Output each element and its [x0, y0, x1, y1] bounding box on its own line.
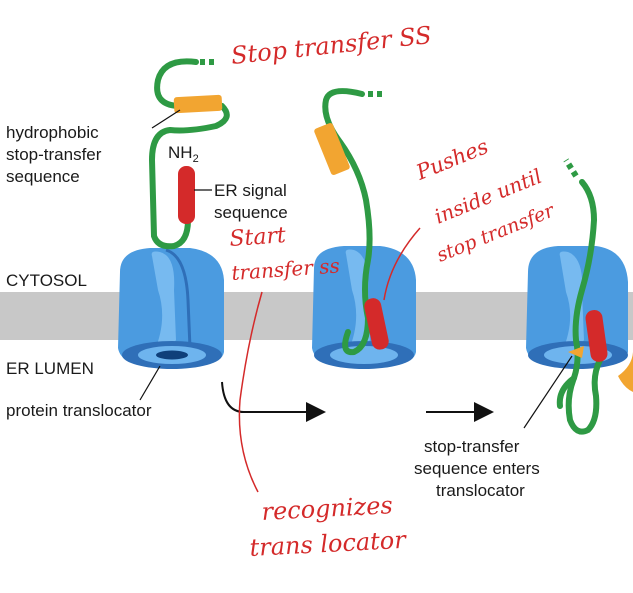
er-signal-segment-2	[364, 298, 389, 350]
enters-label-line3: translocator	[436, 481, 525, 500]
annotation-connector-recognizes	[238, 291, 263, 493]
protein-translocator-1	[118, 248, 224, 369]
er-lumen-label: ER LUMEN	[6, 359, 94, 378]
stop-transfer-segment-1	[173, 94, 223, 114]
translocator-leader-line	[139, 365, 161, 401]
polypeptide-2	[314, 88, 389, 356]
enters-leader-line	[523, 355, 573, 429]
stop-transfer-segment-2	[314, 122, 350, 176]
hydrophobic-leader-line	[151, 109, 181, 129]
hydrophobic-label-line3: sequence	[6, 167, 80, 186]
annotation-pushes-line1: Pushes	[412, 134, 492, 185]
annotation-recognizes-line1: recognizes	[261, 491, 394, 526]
annotation-stop-transfer-ss: Stop transfer SS	[230, 21, 433, 70]
stop-transfer-segment-3	[568, 346, 584, 358]
enters-label-line1: stop-transfer	[424, 437, 520, 456]
cytosol-label: CYTOSOL	[6, 271, 87, 290]
er-signal-segment-1	[178, 166, 195, 224]
polypeptide-1	[148, 58, 230, 250]
stage-2	[312, 88, 416, 369]
er-signal-segment-3	[585, 310, 608, 362]
stage-1	[118, 58, 230, 369]
hydrophobic-label-line2: stop-transfer	[6, 145, 102, 164]
er-signal-label-line2: sequence	[214, 203, 288, 222]
hydrophobic-label-line1: hydrophobic	[6, 123, 99, 142]
nh2-label: NH2	[168, 143, 199, 165]
annotation-recognizes-line2: trans locator	[249, 526, 408, 562]
enters-label-line2: sequence enters	[414, 459, 540, 478]
annotation-start-line1: Start	[229, 223, 287, 252]
annotation-connector-pushes	[383, 227, 421, 301]
protein-translocator-label: protein translocator	[6, 401, 152, 420]
stage-3	[523, 158, 633, 435]
polypeptide-3	[556, 158, 633, 435]
process-arrow-1	[221, 381, 326, 422]
er-signal-label-line1: ER signal	[214, 181, 287, 200]
